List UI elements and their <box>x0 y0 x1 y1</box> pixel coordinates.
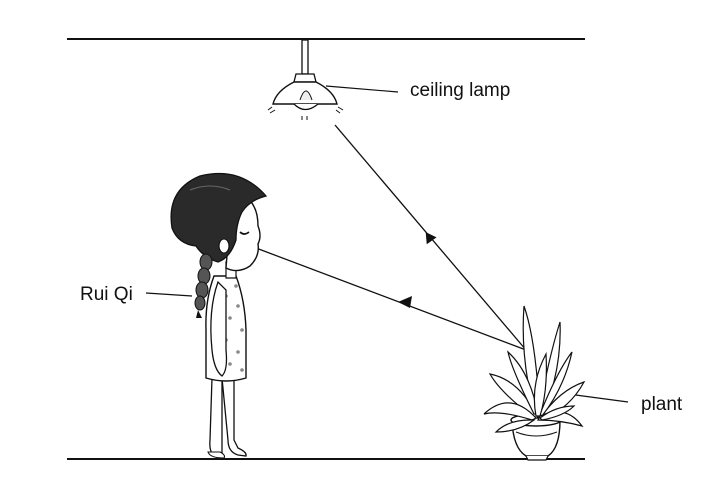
plant-leader-line <box>567 393 629 403</box>
rui-qi-label: Rui Qi <box>80 284 133 305</box>
reflected-ray <box>255 247 527 351</box>
girl-leader-line <box>145 292 193 297</box>
incident-arrow-icon <box>425 232 437 245</box>
girl-figure <box>170 172 268 459</box>
ceiling-lamp-label: ceiling lamp <box>410 80 511 101</box>
plant-label: plant <box>641 394 683 415</box>
lamp-leader-line <box>325 85 399 93</box>
ceiling-lamp <box>267 39 344 120</box>
reflected-arrow-icon <box>398 296 412 308</box>
potted-plant <box>483 305 586 461</box>
